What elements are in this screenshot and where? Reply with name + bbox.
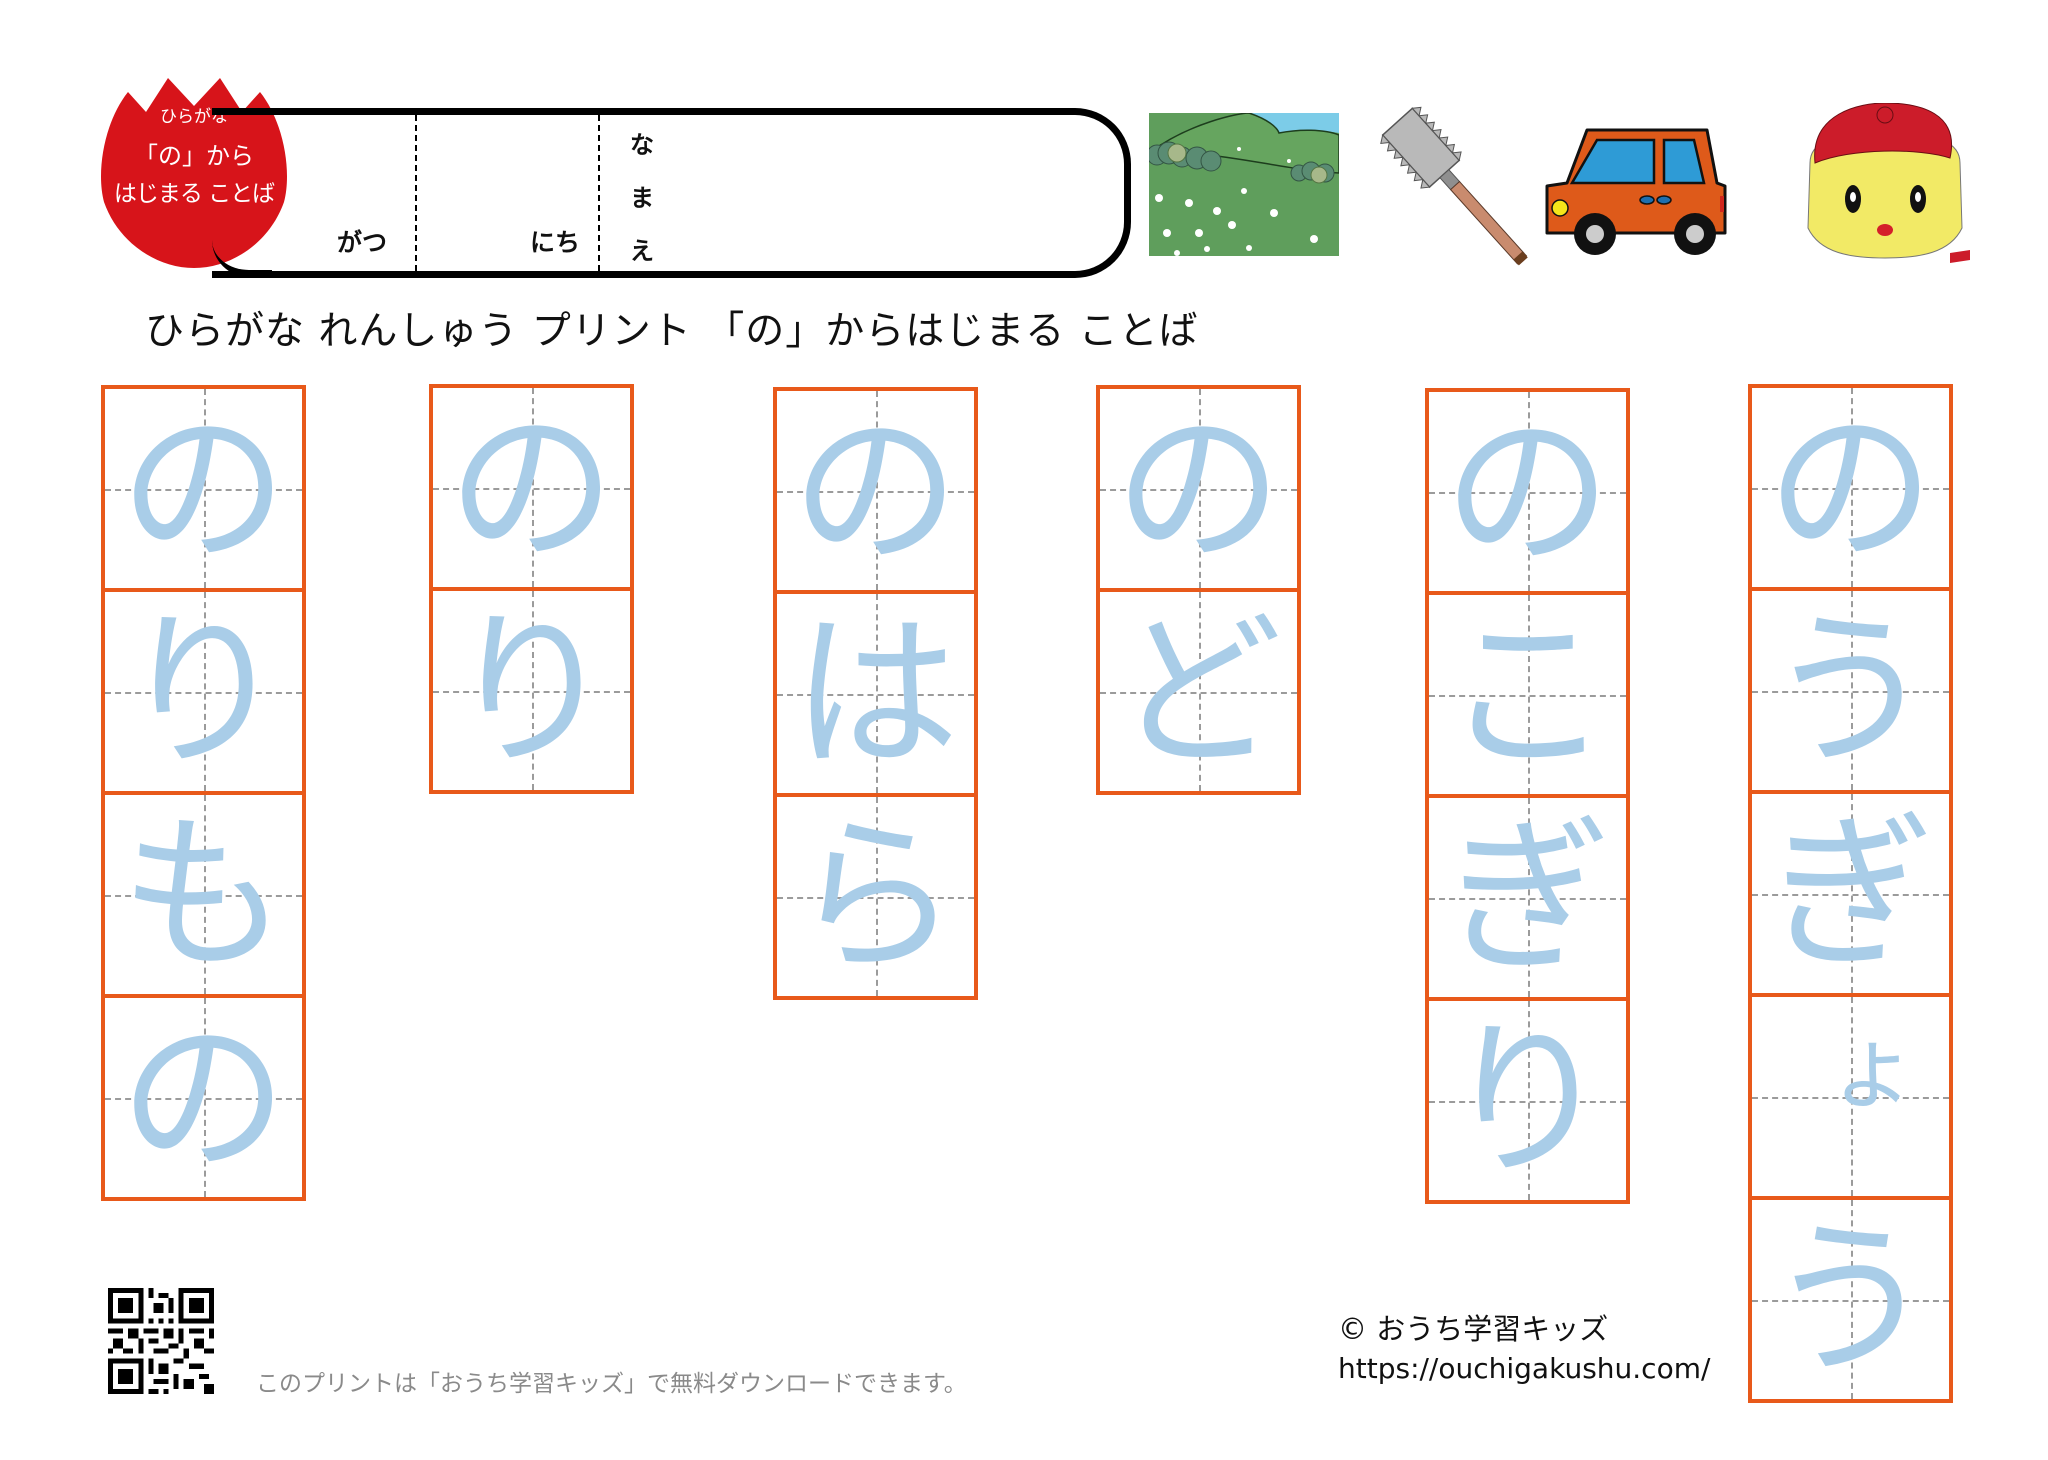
trace-char: の (1114, 390, 1283, 587)
practice-cell[interactable]: も (101, 791, 306, 998)
header-underline-curve (212, 240, 272, 277)
practice-word-nokogiri: の こ ぎ り (1425, 388, 1630, 1204)
download-note: このプリントは「おうち学習キッズ」で無料ダウンロードできます。 (256, 1371, 967, 1397)
practice-cell[interactable]: り (1425, 997, 1630, 1204)
month-label: がつ (337, 228, 388, 257)
trace-char: の (791, 392, 960, 589)
trace-char: の (119, 390, 288, 587)
trace-char: う (1766, 592, 1935, 789)
practice-cell[interactable]: う (1748, 1196, 1953, 1403)
trace-char: り (1443, 1002, 1612, 1199)
trace-char: ら (791, 798, 960, 995)
trace-char: ぎ (1443, 799, 1612, 996)
practice-word-nohara: の は ら (773, 387, 978, 1000)
practice-cell[interactable]: の (773, 387, 978, 594)
name-label: な ま え (627, 125, 657, 266)
name-label-char: ま (630, 184, 654, 212)
practice-word-nodo: の ど (1096, 385, 1301, 795)
practice-cell[interactable]: の (429, 384, 634, 591)
name-label-char: な (630, 131, 654, 159)
trace-char: り (447, 592, 616, 789)
practice-cell[interactable]: ぎ (1425, 794, 1630, 1001)
practice-cell[interactable]: り (101, 588, 306, 795)
trace-char: り (119, 593, 288, 790)
practice-cell[interactable]: の (101, 385, 306, 592)
day-label: にち (530, 228, 581, 257)
practice-cell[interactable]: の (1425, 388, 1630, 595)
practice-cell[interactable]: う (1748, 587, 1953, 794)
character-illustration (1807, 103, 1970, 263)
practice-cell[interactable]: ら (773, 793, 978, 1000)
trace-char: の (1766, 389, 1935, 586)
badge-line-3: はじまる ことば (113, 181, 275, 207)
practice-cell[interactable]: ど (1096, 588, 1301, 795)
trace-char-small: ょ (1826, 1015, 1919, 1122)
practice-cell[interactable]: の (1096, 385, 1301, 592)
date-name-box: がつ にち な ま え (212, 108, 1131, 278)
car-illustration (1545, 128, 1727, 255)
practice-word-nori: の り (429, 384, 634, 794)
trace-char: も (119, 796, 288, 993)
badge-line-1: ひらがな (160, 107, 228, 127)
qr-code[interactable] (108, 1287, 214, 1395)
copyright: © おうち学習キッズ (1338, 1312, 1609, 1346)
landscape-illustration (1149, 113, 1339, 256)
practice-cell[interactable]: こ (1425, 591, 1630, 798)
practice-cell[interactable]: の (101, 994, 306, 1201)
practice-cell[interactable]: の (1748, 384, 1953, 591)
trace-char: ぎ (1766, 795, 1935, 992)
trace-char: ど (1114, 593, 1283, 790)
trace-char: の (447, 389, 616, 586)
name-field[interactable] (662, 115, 1062, 271)
practice-cell[interactable]: り (429, 587, 634, 794)
practice-word-nougyou: の う ぎ ょ う (1748, 384, 1953, 1403)
page-title: ひらがな れんしゅう プリント 「の」からはじまる ことば (145, 309, 1199, 354)
name-label-char: え (630, 237, 654, 265)
trace-char: こ (1443, 596, 1612, 793)
saw-illustration (1380, 106, 1528, 266)
site-url-link[interactable]: https://ouchigakushu.com/ (1338, 1352, 1711, 1385)
practice-cell[interactable]: は (773, 590, 978, 797)
trace-char: は (791, 595, 960, 792)
practice-word-norimono: の り も の (101, 385, 306, 1201)
day-divider (598, 115, 600, 271)
trace-char: の (1443, 393, 1612, 590)
month-divider (415, 115, 417, 271)
practice-cell[interactable]: ぎ (1748, 790, 1953, 997)
trace-char: う (1766, 1201, 1935, 1398)
trace-char: の (119, 999, 288, 1196)
practice-cell[interactable]: ょ (1748, 993, 1953, 1200)
